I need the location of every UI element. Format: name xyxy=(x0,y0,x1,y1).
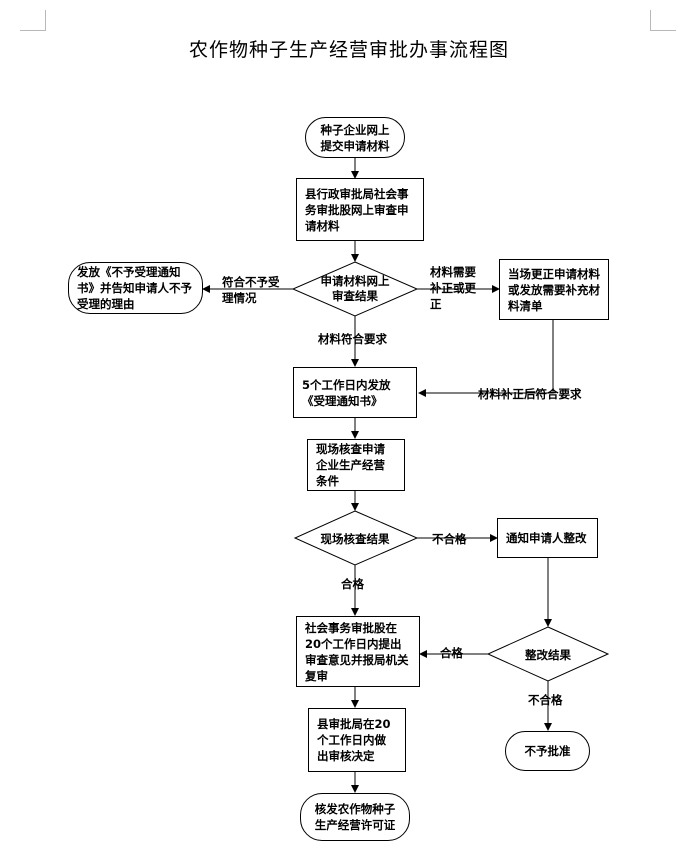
arrow-correct-back-to-accept xyxy=(418,320,554,397)
edge-label-supplement-ok: 材料补正后符合要求 xyxy=(478,387,582,401)
decision-label-materials: 申请材料网上审查结果 xyxy=(320,274,390,303)
node-correct-materials: 当场更正申请材料或发放需要补充材料清单 xyxy=(499,259,609,320)
node-final-decision: 县审批局在20个工作日内做出审核决定 xyxy=(308,708,406,772)
edge-label-site-fail: 不合格 xyxy=(432,532,467,546)
node-site-inspection: 现场核查申请企业生产经营条件 xyxy=(307,439,405,491)
edge-label-meets: 材料符合要求 xyxy=(318,332,387,346)
edge-label-need-supplement: 材料需要补正或更正 xyxy=(430,265,476,311)
page-corner-mark-top-left xyxy=(20,10,46,31)
node-issue-acceptance: 5个工作日内发放《受理通知书》 xyxy=(293,367,417,418)
edge-label-rectify-fail: 不合格 xyxy=(528,693,563,707)
node-online-review: 县行政审批局社会事务审批股网上审查申请材料 xyxy=(296,178,424,241)
edge-label-not-meet: 符合不予受理情况 xyxy=(222,275,280,305)
node-issue-license: 核发农作物种子生产经营许可证 xyxy=(300,793,410,841)
node-start: 种子企业网上提交申请材料 xyxy=(305,117,405,158)
node-reject-notice: 发放《不予受理通知书》并告知申请人不予受理的理由 xyxy=(68,262,203,314)
edge-label-rectify-pass: 合格 xyxy=(440,646,463,660)
page-corner-mark-top-right xyxy=(650,10,676,31)
edge-label-site-pass: 合格 xyxy=(341,577,364,591)
decision-label-rectify: 整改结果 xyxy=(525,647,571,662)
node-not-approved: 不予批准 xyxy=(505,731,590,771)
decision-label-site: 现场核查结果 xyxy=(320,531,390,546)
node-review-report: 社会事务审批股在20个工作日内提出审查意见并报局机关复审 xyxy=(296,616,420,687)
node-notify-rectify: 通知申请人整改 xyxy=(497,518,598,558)
page-title: 农作物种子生产经营审批办事流程图 xyxy=(188,39,509,61)
